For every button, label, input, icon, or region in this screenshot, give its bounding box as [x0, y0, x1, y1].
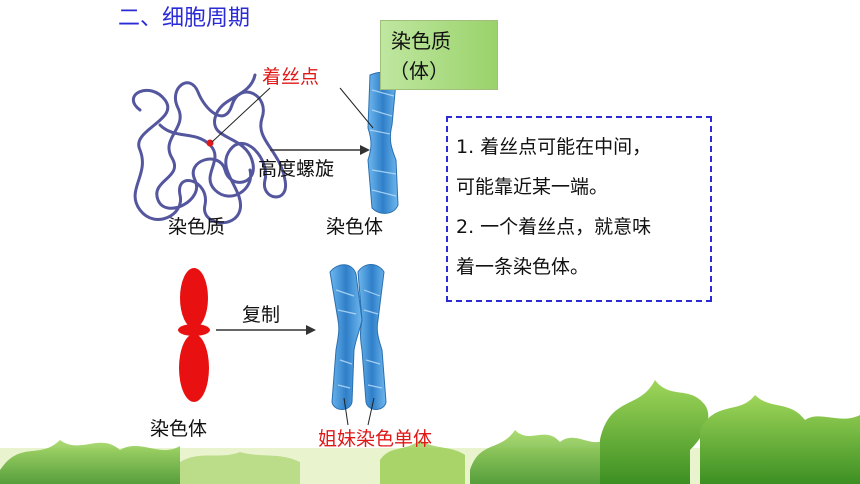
chromatin-chromosome-label-box: 染色质 （体） [380, 20, 498, 90]
red-chromosome [178, 268, 210, 402]
centromere-label: 着丝点 [262, 66, 320, 88]
replicate-arrowhead [306, 325, 316, 335]
chromatid-pointer-right [367, 397, 375, 426]
note-line-1: 1. 着丝点可能在中间， [456, 136, 652, 158]
centromere-pointer-line [211, 87, 271, 143]
sister-chromatids [329, 264, 387, 410]
tree-border [0, 380, 860, 484]
label-box-line2: （体） [389, 59, 449, 83]
chromatin-label: 染色质 [168, 216, 226, 238]
note-line-4: 着一条染色体。 [456, 256, 590, 278]
chromosome-label: 染色体 [326, 216, 384, 238]
centromere-dot [206, 139, 214, 147]
section-title: 二、细胞周期 [118, 6, 251, 31]
note-line-2: 可能靠近某一端。 [456, 176, 609, 198]
chromatin-tangle [131, 73, 287, 225]
label-box-pointer-line [339, 87, 374, 129]
note-box: 1. 着丝点可能在中间， 可能靠近某一端。 2. 一个着丝点，就意味 着一条染色… [446, 116, 712, 302]
label-box-line1: 染色质 [391, 29, 451, 53]
sister-chromatid-label: 姐妹染色单体 [318, 428, 433, 450]
spiral-arrowhead [360, 145, 370, 155]
condensed-chromosome [367, 71, 399, 214]
chromatid-pointer-left [343, 397, 349, 426]
note-line-3: 2. 一个着丝点，就意味 [456, 216, 652, 238]
chromosome-label-2: 染色体 [150, 418, 208, 440]
spiral-label: 高度螺旋 [258, 158, 335, 180]
replicate-label: 复制 [242, 304, 281, 326]
